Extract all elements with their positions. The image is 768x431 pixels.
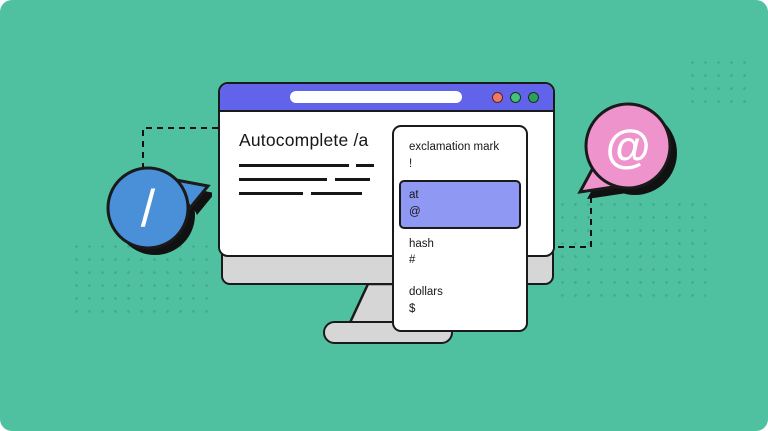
text-line	[335, 178, 370, 181]
autocomplete-menu: exclamation mark ! at @ hash # dollars $	[392, 125, 528, 333]
menu-item-label: at	[409, 189, 419, 202]
menu-item-label: dollars	[409, 286, 443, 299]
text-line	[239, 164, 349, 167]
text-line	[311, 192, 362, 195]
menu-item-at[interactable]: at @	[399, 180, 521, 229]
menu-item-dollars[interactable]: dollars $	[399, 277, 521, 325]
menu-item-symbol: #	[409, 254, 416, 267]
url-bar[interactable]	[290, 91, 462, 103]
browser-titlebar	[220, 84, 553, 112]
menu-item-exclamation[interactable]: exclamation mark !	[399, 132, 521, 180]
menu-item-label: exclamation mark	[409, 141, 500, 153]
menu-item-hash[interactable]: hash #	[399, 229, 521, 277]
window-button-maximize[interactable]	[528, 92, 539, 103]
dot-pattern-top	[686, 56, 748, 112]
dot-pattern-right	[556, 198, 706, 298]
window-button-minimize[interactable]	[510, 92, 521, 103]
autocomplete-heading: Autocomplete /a	[239, 130, 369, 150]
menu-item-symbol: !	[409, 157, 413, 170]
menu-item-symbol: @	[409, 206, 421, 219]
text-line	[356, 164, 374, 167]
window-button-close[interactable]	[492, 92, 503, 103]
at-glyph: @	[606, 120, 651, 172]
at-speech-bubble: @	[577, 102, 677, 199]
slash-speech-bubble: /	[106, 166, 212, 255]
menu-item-label: hash	[409, 237, 434, 250]
menu-item-symbol: $	[409, 302, 416, 315]
slash-glyph: /	[141, 180, 156, 238]
text-line	[239, 192, 303, 195]
text-line	[239, 178, 327, 181]
